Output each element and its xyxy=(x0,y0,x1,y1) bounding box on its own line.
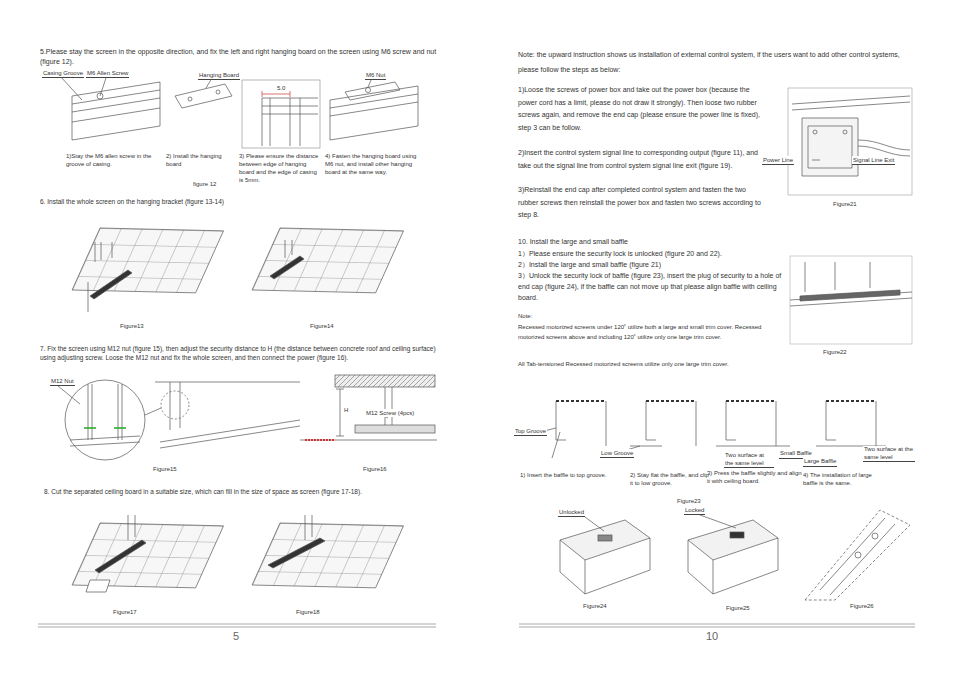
figure-caption: figure 12 xyxy=(193,180,216,188)
instruction-text: 1）Please ensure the security lock is unl… xyxy=(518,248,722,259)
instruction-text: 5.Please stay the screen in the opposite… xyxy=(40,47,440,67)
figure-caption: Figure25 xyxy=(726,604,750,612)
figure-caption: 4) The installation of large baffle is t… xyxy=(803,472,883,487)
figure-caption: 3) Please ensure the distance between ed… xyxy=(239,152,319,184)
callout-label: Locked xyxy=(684,506,705,515)
callout-label: Low Groove xyxy=(600,449,634,458)
instruction-text: 3)Reinstall the end cap after completed … xyxy=(518,184,768,222)
figure-caption: Figure23 xyxy=(677,497,701,505)
instruction-text: 7. Fix the screen using M12 nut (figure … xyxy=(40,344,440,362)
instruction-text: 3）Unlock the security lock of baffle (fi… xyxy=(518,270,783,303)
figure-caption: 4) Fasten the hanging board using M6 nut… xyxy=(325,152,422,176)
callout-label: M12 Nut xyxy=(50,377,75,386)
figure-caption: 1) Insert the baffle to top groove. xyxy=(520,472,628,480)
callout-label: Large Baffle xyxy=(803,458,837,467)
instruction-text: 1)Loose the screws of power box and take… xyxy=(518,84,768,134)
instruction-text: 6. Install the whole screen on the hangi… xyxy=(40,197,224,206)
figure-caption: Figure21 xyxy=(833,200,857,208)
callout-label: Signal Line Exit xyxy=(852,156,895,165)
figure-caption: 2) Install the hanging board xyxy=(166,152,236,168)
page-number: 5 xyxy=(233,630,239,643)
figure-caption: Figure15 xyxy=(153,465,177,473)
figure-caption: Figure13 xyxy=(120,322,144,330)
callout-label: M6 Nut xyxy=(365,71,386,80)
figure-caption: 3) Press the baffle slightly and align i… xyxy=(707,470,802,485)
figure-caption: Figure16 xyxy=(363,465,387,473)
instruction-text: 2)Insert the control system signal line … xyxy=(518,147,768,172)
instruction-text: 8. Cut the separated ceiling board in a … xyxy=(44,487,362,496)
callout-label: Hanging Board xyxy=(198,71,240,80)
callout-label: Power Line xyxy=(762,156,794,165)
instruction-text: 10. Install the large and small baffle xyxy=(518,236,628,247)
instruction-text: Note: xyxy=(518,312,532,321)
figure-caption: Figure22 xyxy=(823,348,847,356)
callout-label: M12 Screw (4pcs) xyxy=(365,409,415,417)
callout-label: Top Groove xyxy=(514,427,547,436)
figure-caption: Figure26 xyxy=(850,602,874,610)
instruction-text: Recessed motorized screens under 120˚ ut… xyxy=(518,322,763,342)
callout-label: Unlocked xyxy=(558,508,585,517)
instruction-text: All Tab-tensioned Recessed motorized scr… xyxy=(518,359,748,369)
callout-label: Casing Groove xyxy=(42,69,84,78)
instruction-text: 2）Install the large and small baffle (fi… xyxy=(518,259,661,270)
callout-label: Two surface at the same level xyxy=(724,452,774,468)
figure-caption: Figure18 xyxy=(296,608,320,616)
figure-caption: Figure17 xyxy=(113,608,137,616)
page-number: 10 xyxy=(706,630,718,643)
callout-label: 5.0 xyxy=(276,84,286,92)
callout-label: H xyxy=(343,406,349,414)
figure-caption: Figure24 xyxy=(583,602,607,610)
callout-label: M6 Allen Screw xyxy=(86,69,129,78)
instruction-text: Note: the upward instruction shows us in… xyxy=(518,47,918,77)
figure-caption: 2) Stay flat the baffle, and clip it to … xyxy=(630,472,710,487)
callout-label: Two surface at the same level xyxy=(863,446,915,462)
figure-caption: 1)Stay the M6 allen screw in the groove … xyxy=(66,152,158,168)
figure-caption: Figure14 xyxy=(310,322,334,330)
